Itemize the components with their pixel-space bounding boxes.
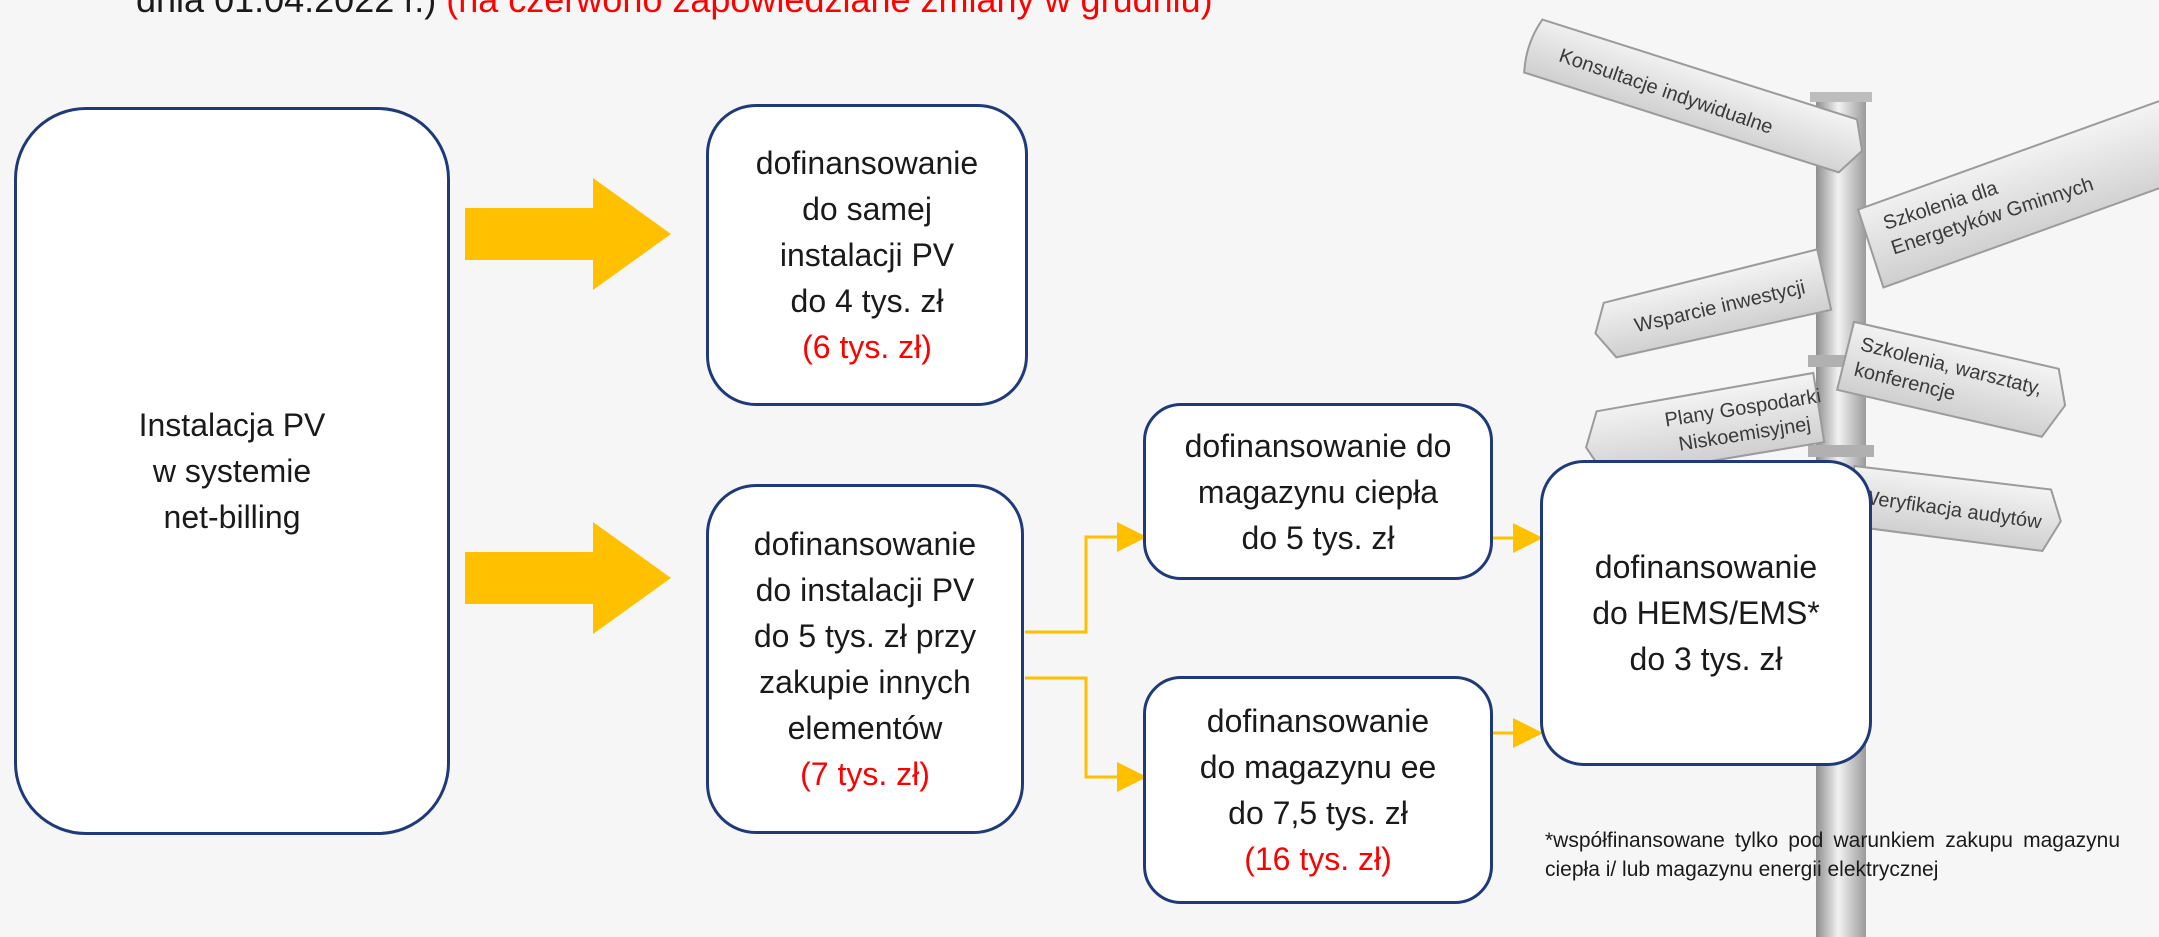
pv-combo-new-value: (7 tys. zł) — [800, 756, 930, 792]
pv-only-line: do samej — [802, 191, 932, 227]
arrow-to-pv-only — [465, 178, 671, 290]
source-box-line: Instalacja PV — [138, 407, 326, 443]
heat-storage-line: dofinansowanie do — [1184, 427, 1452, 464]
pv-only-line: instalacji PV — [779, 237, 955, 273]
heat-storage-line: magazynu ciepła — [1197, 473, 1439, 510]
sign-workshops: Szkolenia, warsztaty, konferencje — [1835, 320, 2067, 438]
pv-combo-line: dofinansowanie — [753, 526, 977, 562]
connector-to-heat-storage — [1025, 522, 1147, 634]
footnote: *współfinansowane tylko pod warunkiem za… — [1545, 829, 2120, 881]
connector-to-energy-storage — [1025, 676, 1147, 792]
pv-combo-line: zakupie innych — [759, 664, 971, 700]
pole-cap — [1810, 92, 1872, 102]
source-box-line: w systemie — [152, 453, 312, 489]
header-text-black: dnia 01.04.2022 r.) — [136, 0, 436, 20]
pv-combo-line: elementów — [787, 710, 943, 746]
pv-only-line: do 4 tys. zł — [790, 283, 944, 319]
pv-combo-box: dofinansowanie do instalacji PV do 5 tys… — [706, 484, 1024, 834]
pv-combo-line: do instalacji PV — [755, 572, 975, 608]
hems-line: dofinansowanie — [1594, 549, 1818, 585]
hems-box: dofinansowanie do HEMS/EMS* do 3 tys. zł — [1540, 460, 1872, 766]
energy-storage-new-value: (16 tys. zł) — [1244, 841, 1392, 877]
energy-storage-line: do 7,5 tys. zł — [1228, 795, 1408, 831]
heat-storage-box: dofinansowanie do magazynu ciepła do 5 t… — [1143, 403, 1493, 580]
pv-combo-line: do 5 tys. zł przy — [753, 618, 977, 654]
arrow-to-pv-combo — [465, 522, 671, 634]
energy-storage-box: dofinansowanie do magazynu ee do 7,5 tys… — [1143, 676, 1493, 904]
source-box-line: net-billing — [163, 499, 301, 535]
energy-storage-line: do magazynu ee — [1199, 749, 1437, 785]
sign-audits: Weryfikacja audytów — [1844, 464, 2062, 553]
pv-only-line: dofinansowanie — [755, 145, 979, 181]
hems-line: do HEMS/EMS* — [1592, 595, 1820, 631]
pv-only-new-value: (6 tys. zł) — [802, 329, 932, 365]
pv-only-box: dofinansowanie do samej instalacji PV do… — [706, 104, 1028, 406]
sign-energy-training: Szkolenia dla Energetyków Gminnych — [1856, 99, 2159, 289]
source-box: Instalacja PV w systemie net-billing — [14, 107, 450, 835]
header-text: dnia 01.04.2022 r.) (na czerwono zapowie… — [136, 0, 1536, 22]
energy-storage-line: dofinansowanie — [1206, 703, 1430, 739]
header-text-red: (na czerwono zapowiedziane zmiany w grud… — [446, 0, 1212, 20]
heat-storage-line: do 5 tys. zł — [1241, 519, 1395, 556]
hems-line: do 3 tys. zł — [1629, 641, 1783, 677]
pole-ring — [1808, 445, 1874, 457]
